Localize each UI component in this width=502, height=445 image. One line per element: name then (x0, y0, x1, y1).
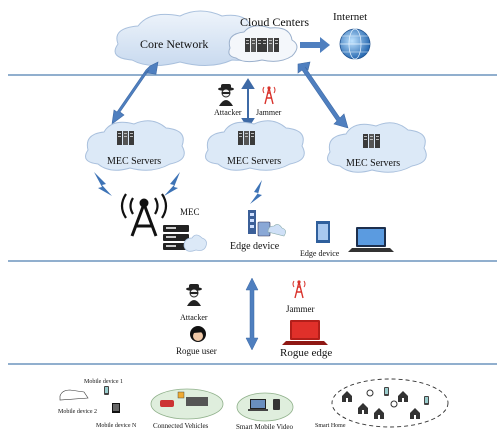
mec-servers-left: MEC Servers (85, 120, 185, 171)
mec-servers-left-label: MEC Servers (107, 156, 161, 167)
core-network-label: Core Network (140, 37, 208, 51)
antenna-icon (262, 85, 276, 105)
mid-vertical-arrow (245, 277, 259, 351)
car-icon (59, 389, 89, 401)
attacker-mid: Attacker (180, 283, 208, 322)
rogue-user-label: Rogue user (176, 346, 217, 356)
tower-icon (120, 193, 168, 237)
rogue-user: Rogue user (176, 326, 217, 356)
smart-home-label: Smart Home (315, 423, 346, 429)
antenna-icon (292, 279, 306, 299)
smart-mobile-video: Smart Mobile Video (236, 392, 294, 431)
mec-servers-right-label: MEC Servers (346, 158, 400, 169)
mec-server-box (163, 225, 189, 250)
edge-device-center: Edge device (230, 210, 286, 252)
server-rack-icon (238, 131, 255, 145)
internet-label: Internet (333, 11, 367, 23)
laptop-icon (348, 227, 394, 252)
attacker-mid-label: Attacker (180, 313, 208, 322)
mec-servers-center: MEC Servers (205, 120, 305, 171)
wireless-links (94, 172, 262, 204)
jammer-top-label: Jammer (256, 108, 282, 117)
smart-mobile-video-label: Smart Mobile Video (236, 423, 294, 431)
cloud-centers: Cloud Centers (228, 15, 309, 63)
edge-device-right: Edge device (300, 221, 394, 258)
mec-servers-center-label: MEC Servers (227, 156, 281, 167)
spy-icon (217, 83, 235, 107)
edge-device-right-label: Edge device (300, 249, 340, 258)
mobile-devices-group: Mobile device 1 Mobile device 2 Mobile d… (58, 379, 137, 429)
spy-icon (185, 283, 203, 307)
mec-servers-right: MEC Servers (327, 122, 427, 173)
attacker-top-label: Attacker (214, 108, 242, 117)
smart-home: Smart Home (315, 378, 449, 429)
connected-vehicles-label: Connected Vehicles (153, 422, 209, 430)
laptop-icon (248, 399, 268, 411)
core-to-mec-arrows (111, 61, 349, 129)
rogue-user-icon (190, 326, 206, 342)
attacker-top: Attacker (214, 83, 242, 117)
server-rack-icon (363, 134, 380, 148)
edge-device-center-label: Edge device (230, 241, 280, 252)
mobile-device-2-label: Mobile device 2 (58, 409, 97, 415)
car-icon (160, 400, 174, 407)
truck-icon (186, 397, 208, 406)
internet-globe: Internet (333, 11, 371, 60)
jammer-mid-label: Jammer (286, 304, 315, 314)
center-vertical-arrow (241, 78, 255, 129)
arrow-to-internet (300, 37, 330, 53)
rogue-edge-label: Rogue edge (280, 347, 332, 359)
jammer-top: Jammer (256, 85, 282, 117)
layer-dividers (8, 74, 497, 365)
mec-base-station: MEC (120, 193, 207, 252)
rogue-edge: Rogue edge (280, 320, 332, 359)
cloud-server-icon (245, 38, 262, 52)
mec-label: MEC (180, 207, 200, 217)
mobile-device-1-label: Mobile device 1 (84, 379, 123, 385)
cloud-centers-label: Cloud Centers (240, 15, 309, 29)
connected-vehicles: Connected Vehicles (150, 388, 224, 430)
house-icon (342, 391, 352, 402)
laptop-icon (282, 320, 328, 345)
mobile-device-n-label: Mobile device N (96, 423, 137, 429)
jammer-mid: Jammer (286, 279, 315, 314)
tablet-icon (273, 399, 280, 410)
server-rack-icon (117, 131, 134, 145)
